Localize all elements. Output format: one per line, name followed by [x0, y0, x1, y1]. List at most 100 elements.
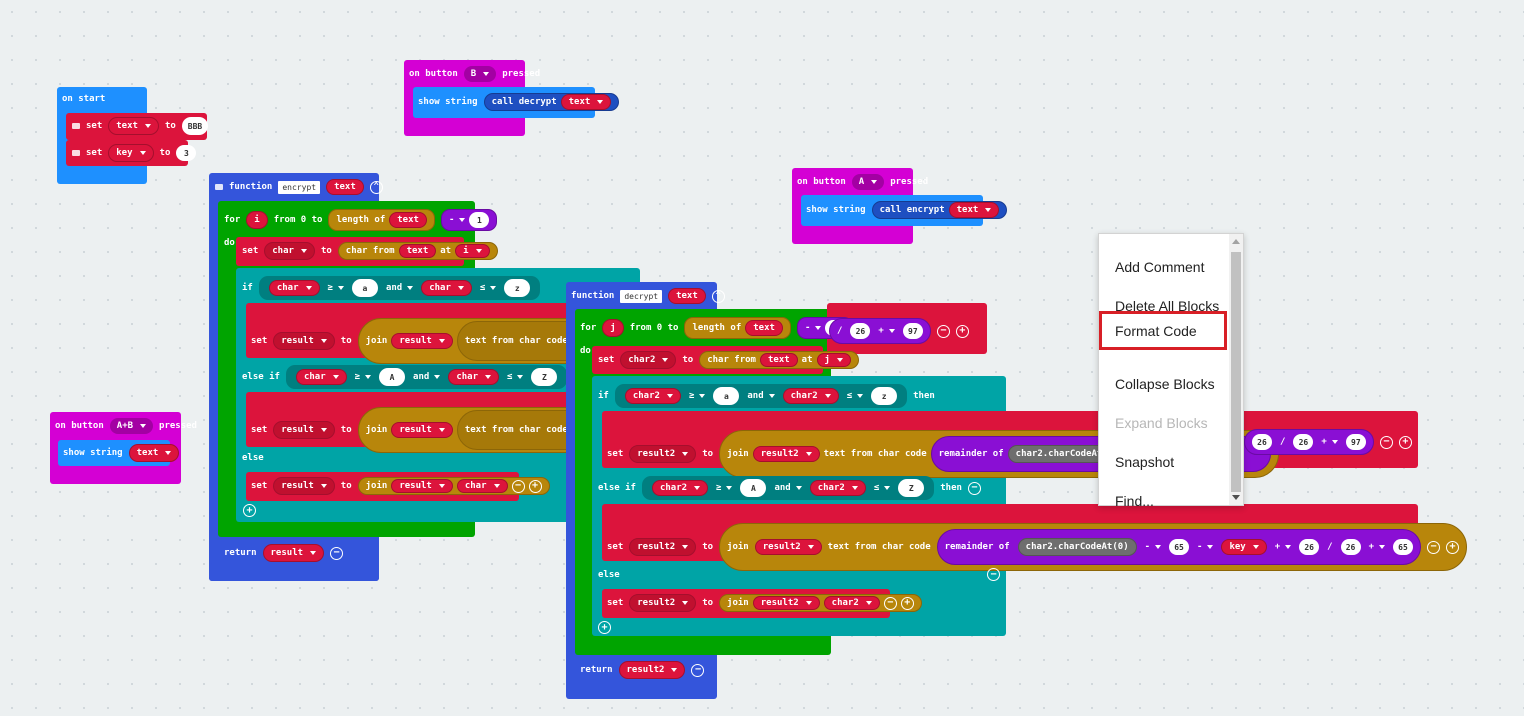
plus-circle-icon[interactable]: + — [1398, 435, 1412, 449]
string-value-bbb[interactable]: BBB — [181, 117, 209, 135]
from-label: from 0 to — [273, 215, 323, 225]
variable-dropdown[interactable]: result — [273, 421, 335, 439]
to-keyword: to — [159, 148, 171, 158]
remove-return-icon[interactable]: − — [691, 663, 705, 677]
comment-icon[interactable] — [72, 123, 80, 129]
loop-variable-j[interactable]: j — [602, 319, 624, 337]
function-name-field[interactable]: encrypt — [278, 180, 321, 194]
workspace-context-menu: Add Comment Delete All Blocks Format Cod… — [1098, 233, 1244, 509]
param-text[interactable]: text — [668, 288, 706, 304]
variable-dropdown[interactable]: result2 — [629, 445, 697, 463]
variable-dropdown[interactable]: char — [264, 242, 315, 260]
variable-dropdown[interactable]: result2 — [629, 538, 697, 556]
math-tail[interactable]: /26 +97 — [829, 318, 931, 344]
set-keyword: set — [251, 425, 268, 435]
if-keyword: if — [598, 391, 609, 401]
return-keyword: return — [580, 665, 613, 675]
on-button-label: on button — [797, 177, 846, 187]
button-dropdown[interactable]: B — [463, 66, 497, 82]
return-variable-dropdown[interactable]: result — [262, 544, 325, 562]
variable-dropdown[interactable]: char2 — [620, 351, 677, 369]
add-else-icon[interactable]: + — [243, 504, 256, 517]
comment-icon[interactable] — [215, 184, 223, 190]
menu-item-delete-all-blocks[interactable]: Delete All Blocks — [1115, 297, 1220, 314]
minus-circle-icon[interactable]: − — [936, 324, 950, 338]
menu-item-snapshot[interactable]: Snapshot — [1115, 453, 1175, 470]
else-if-keyword: else if — [242, 372, 280, 382]
plus-circle-icon: + — [900, 596, 914, 610]
comment-icon[interactable] — [72, 150, 80, 156]
to-keyword: to — [682, 355, 694, 365]
function-name-field[interactable]: decrypt — [620, 289, 663, 303]
do-keyword: do — [224, 238, 235, 248]
menu-scrollbar[interactable] — [1229, 234, 1243, 505]
on-button-label: on button — [409, 69, 458, 79]
show-string-label: show string — [63, 448, 123, 458]
return-keyword: return — [224, 548, 257, 558]
scrollbar-thumb[interactable] — [1231, 252, 1241, 492]
pressed-label: pressed — [159, 421, 197, 431]
remove-elseif-icon[interactable]: − — [967, 481, 981, 495]
minus-circle-icon: − — [883, 596, 897, 610]
and-condition[interactable]: char2 ≥ A and char2 ≤ Z — [641, 476, 935, 500]
button-dropdown[interactable]: A+B — [109, 418, 154, 434]
button-dropdown[interactable]: A — [851, 174, 885, 190]
and-condition[interactable]: char2 ≥ a and char2 ≤ z — [614, 384, 908, 408]
scroll-up-arrow-icon[interactable] — [1232, 239, 1240, 244]
to-keyword: to — [340, 425, 352, 435]
on-start-label: on start — [62, 94, 106, 104]
and-condition[interactable]: char ≥ A and char ≤ Z — [285, 365, 568, 389]
variable-dropdown[interactable]: result — [273, 332, 335, 350]
function-keyword: function — [229, 182, 273, 192]
collapse-icon[interactable]: ⌃ — [711, 289, 725, 303]
set-keyword: set — [607, 542, 624, 552]
if-keyword: if — [242, 283, 253, 293]
menu-item-find[interactable]: Find... — [1115, 492, 1154, 509]
menu-item-expand-blocks: Expand Blocks — [1115, 414, 1208, 431]
plus-circle-icon[interactable]: + — [955, 324, 969, 338]
variable-dropdown[interactable]: text — [108, 117, 159, 135]
set-keyword: set — [86, 148, 103, 158]
join-reporter[interactable]: join result2 text from char code remaind… — [719, 523, 1467, 571]
minus-circle-icon[interactable]: − — [1379, 435, 1393, 449]
number-value-3[interactable]: 3 — [176, 145, 197, 161]
menu-item-add-comment[interactable]: Add Comment — [1115, 258, 1205, 275]
to-keyword: to — [702, 542, 714, 552]
pressed-label: pressed — [502, 69, 541, 79]
on-button-label: on button — [55, 421, 104, 431]
menu-item-collapse-blocks[interactable]: Collapse Blocks — [1115, 375, 1215, 392]
collapse-icon[interactable]: ⌃ — [369, 180, 383, 194]
set-keyword: set — [86, 121, 103, 131]
from-label: from 0 to — [629, 323, 679, 333]
return-variable-dropdown[interactable]: result2 — [618, 661, 686, 679]
and-condition[interactable]: char ≥ a and char ≤ z — [258, 276, 541, 300]
param-text[interactable]: text — [326, 179, 364, 195]
minus-operator[interactable]: -1 — [440, 209, 498, 231]
do-keyword: do — [580, 346, 591, 356]
math-tail[interactable]: 26/26 +97 — [1244, 429, 1374, 455]
else-if-keyword: else if — [598, 483, 636, 493]
remove-else-icon[interactable]: − — [987, 568, 1000, 581]
loop-variable-i[interactable]: i — [246, 211, 268, 229]
set-keyword: set — [607, 598, 624, 608]
to-keyword: to — [702, 449, 714, 459]
plus-circle-icon: + — [528, 479, 542, 493]
scroll-down-arrow-icon[interactable] — [1232, 495, 1240, 500]
remove-return-icon[interactable]: − — [330, 546, 344, 560]
variable-dropdown[interactable]: text — [128, 444, 180, 462]
variable-dropdown[interactable]: result — [273, 477, 335, 495]
else-keyword: else — [598, 570, 620, 580]
add-else-icon[interactable]: + — [598, 621, 611, 634]
variable-dropdown[interactable]: result2 — [629, 594, 697, 612]
variable-dropdown[interactable]: key — [108, 144, 154, 162]
menu-item-format-code[interactable]: Format Code — [1099, 311, 1227, 350]
